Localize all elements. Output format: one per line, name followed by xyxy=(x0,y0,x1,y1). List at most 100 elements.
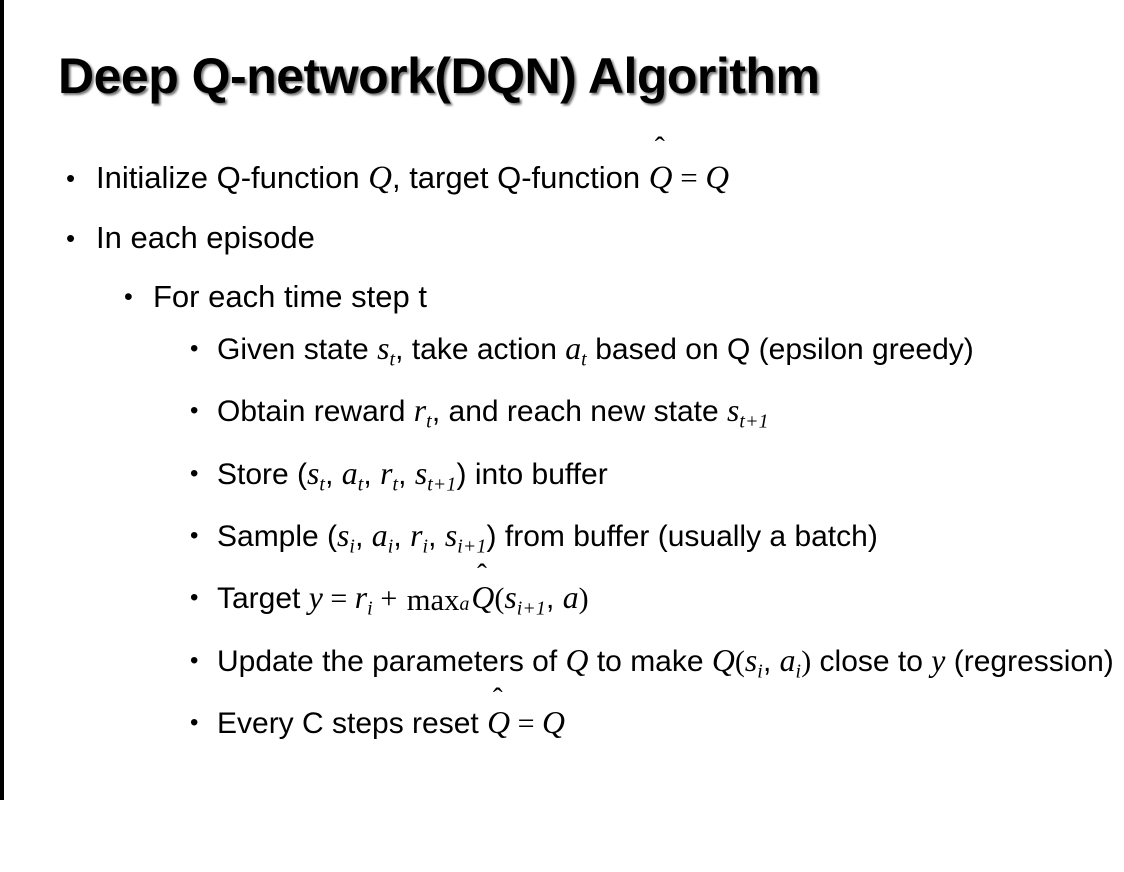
math-r: r xyxy=(380,455,393,491)
text-fragment: , xyxy=(398,457,415,491)
math-subscript: t xyxy=(392,472,399,495)
math-paren-open: ( xyxy=(494,582,505,616)
text-fragment: Every C steps reset xyxy=(217,706,488,740)
math-a: a xyxy=(562,580,579,616)
bullet-update-parameters-text: Update the parameters of Q to make Q(si,… xyxy=(217,638,1124,694)
text-fragment: Target xyxy=(217,582,309,616)
text-fragment: , and reach new state xyxy=(431,395,728,429)
bullet-dot-icon: • xyxy=(66,163,76,193)
text-fragment: Sample ( xyxy=(217,519,338,553)
math-subscript: i xyxy=(349,535,356,558)
math-subscript: t xyxy=(319,472,326,495)
math-s: s xyxy=(727,393,740,429)
bullet-store-text: Store (st, at, rt, st+1) into buffer xyxy=(217,451,1124,507)
bullet-initialize-text: Initialize Q-function Q, target Q-functi… xyxy=(96,148,1124,208)
text-fragment: , xyxy=(325,457,342,491)
math-subscript: t xyxy=(357,472,364,495)
math-q: Q xyxy=(711,642,735,678)
math-subscript: t xyxy=(426,410,432,433)
math-r: r xyxy=(413,393,427,429)
text-fragment: , xyxy=(762,644,780,678)
bullet-obtain-reward-text: Obtain reward rt, and reach new state st… xyxy=(217,388,1124,444)
text-fragment: , xyxy=(355,519,372,553)
math-q: Q xyxy=(368,160,392,196)
math-q-hat: Q xyxy=(471,575,494,621)
math-q: Q xyxy=(541,704,565,740)
math-r: r xyxy=(410,517,423,553)
math-subscript: t xyxy=(581,348,587,371)
bullet-in-each-episode-text: In each episode xyxy=(96,220,315,255)
math-s: s xyxy=(337,517,350,553)
math-a: a xyxy=(779,642,796,678)
math-equals: = xyxy=(672,160,706,195)
bullet-target: • Target y = ri + maxaQ(si+1, a) xyxy=(0,575,1124,631)
math-s: s xyxy=(414,455,428,491)
text-fragment: ) into buffer xyxy=(456,457,608,491)
math-max-operator: maxa xyxy=(407,585,470,616)
text-fragment: Given state xyxy=(217,333,378,366)
math-subscript: i+1 xyxy=(457,535,487,558)
text-fragment: based on Q (epsilon greedy) xyxy=(586,333,974,366)
bullet-given-state: • Given state st, take action at based o… xyxy=(0,326,1124,382)
math-plus: + xyxy=(372,582,405,616)
math-subscript: i xyxy=(367,597,373,620)
math-paren-close: ) xyxy=(801,644,812,678)
text-fragment: (regression) xyxy=(945,644,1114,678)
math-equals: = xyxy=(510,706,542,740)
text-fragment: , target Q-function xyxy=(391,160,649,195)
bullet-dot-icon: • xyxy=(66,223,76,253)
math-a: a xyxy=(371,517,388,553)
text-fragment: Initialize Q-function xyxy=(96,160,369,195)
math-subscript: t+1 xyxy=(427,472,457,495)
bullet-sample: • Sample (si, ai, ri, si+1) from buffer … xyxy=(0,513,1124,569)
text-fragment: Store ( xyxy=(217,457,308,491)
bullet-store: • Store (st, at, rt, st+1) into buffer xyxy=(0,451,1124,507)
bullet-dot-icon: • xyxy=(190,584,199,612)
bullet-dot-icon: • xyxy=(190,708,199,736)
math-paren-close: ) xyxy=(578,582,589,616)
bullet-obtain-reward: • Obtain reward rt, and reach new state … xyxy=(0,388,1124,444)
bullet-dot-icon: • xyxy=(124,283,133,311)
math-s: s xyxy=(504,580,517,616)
slide-body: • Initialize Q-function Q, target Q-func… xyxy=(0,148,1124,747)
text-fragment: , xyxy=(363,457,381,491)
text-fragment: , xyxy=(546,582,563,616)
math-q: Q xyxy=(705,160,730,196)
math-q-hat: Q xyxy=(649,148,673,208)
text-fragment: , xyxy=(393,519,411,553)
math-equals: = xyxy=(322,582,355,616)
math-a: a xyxy=(565,331,582,366)
math-q: Q xyxy=(565,642,589,678)
math-s: s xyxy=(307,455,320,491)
math-q-hat: Q xyxy=(487,700,510,746)
bullet-target-text: Target y = ri + maxaQ(si+1, a) xyxy=(217,575,1124,631)
math-y: y xyxy=(308,580,323,616)
bullet-in-each-episode: • In each episode xyxy=(0,208,1124,268)
math-r: r xyxy=(354,580,368,616)
text-fragment: to make xyxy=(588,644,712,678)
math-s: s xyxy=(444,517,458,553)
bullet-reset-target-network-text: Every C steps reset Q = Q xyxy=(217,700,1124,747)
bullet-reset-target-network: • Every C steps reset Q = Q xyxy=(0,700,1124,747)
math-a: a xyxy=(341,455,358,491)
math-subscript: t+1 xyxy=(739,410,769,433)
bullet-initialize: • Initialize Q-function Q, target Q-func… xyxy=(0,148,1124,208)
bullet-sample-text: Sample (si, ai, ri, si+1) from buffer (u… xyxy=(217,513,1124,569)
bullet-dot-icon: • xyxy=(190,521,199,549)
text-fragment: ) from buffer (usually a batch) xyxy=(486,519,878,553)
text-fragment: Update the parameters of xyxy=(217,644,566,678)
page-title: Deep Q-network(DQN) Algorithm xyxy=(58,48,820,104)
math-subscript: t xyxy=(389,348,396,371)
math-subscript: i+1 xyxy=(516,597,547,620)
bullet-for-each-time-step-text: For each time step t xyxy=(153,279,427,314)
math-subscript: i xyxy=(795,659,802,682)
math-s: s xyxy=(377,331,390,366)
text-fragment: , take action xyxy=(395,333,566,366)
bullet-for-each-time-step: • For each time step t xyxy=(0,268,1124,326)
math-max-label: max xyxy=(406,582,460,617)
bullet-dot-icon: • xyxy=(190,646,199,674)
math-subscript: i xyxy=(757,659,763,682)
math-y: y xyxy=(931,642,946,678)
left-edge-bar xyxy=(0,0,4,800)
